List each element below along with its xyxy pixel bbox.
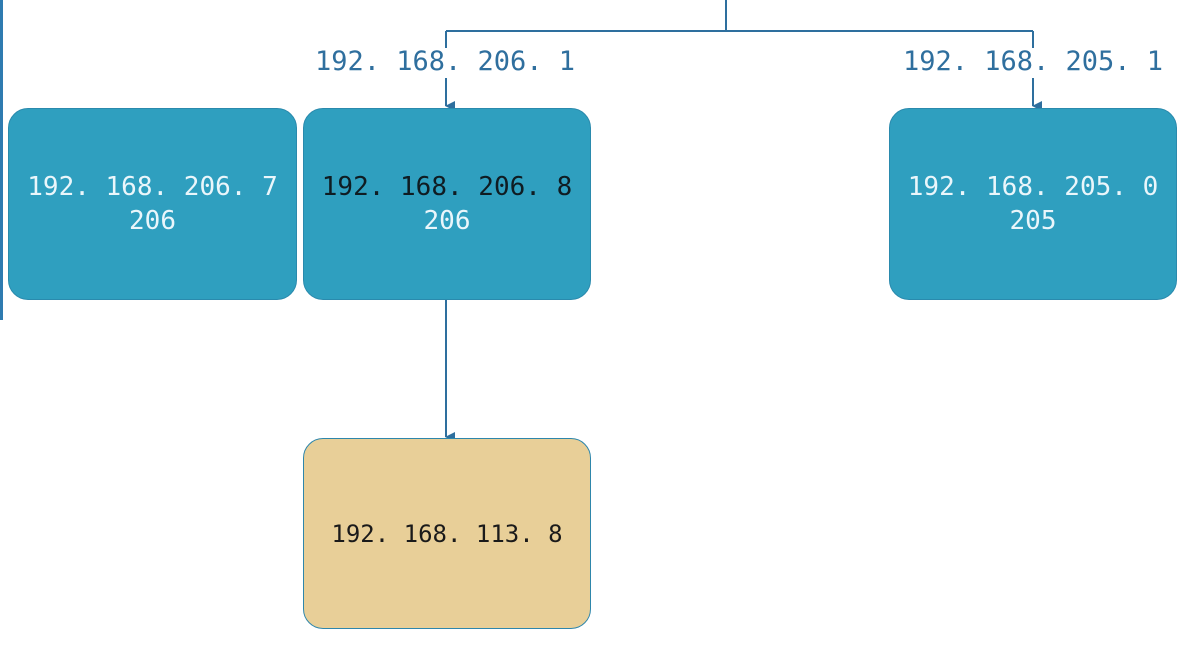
- node-ip: 192. 168. 206. 8: [321, 172, 573, 202]
- node-192-168-206-7[interactable]: 192. 168. 206. 7 206: [8, 108, 297, 300]
- node-ip: 192. 168. 206. 7: [27, 172, 278, 202]
- gateway-label-205: 192. 168. 205. 1: [902, 46, 1164, 77]
- node-vlan: 205: [1009, 206, 1057, 236]
- node-192-168-113-8[interactable]: 192. 168. 113. 8: [303, 438, 591, 629]
- node-ip: 192. 168. 205. 0: [907, 172, 1159, 202]
- gateway-label-206: 192. 168. 206. 1: [314, 46, 576, 77]
- left-edge-line: [0, 0, 3, 320]
- node-vlan: 206: [423, 206, 471, 236]
- node-vlan: 206: [129, 206, 176, 236]
- node-ip: 192. 168. 113. 8: [331, 519, 563, 548]
- node-192-168-206-8[interactable]: 192. 168. 206. 8 206: [303, 108, 591, 300]
- node-192-168-205-0[interactable]: 192. 168. 205. 0 205: [889, 108, 1177, 300]
